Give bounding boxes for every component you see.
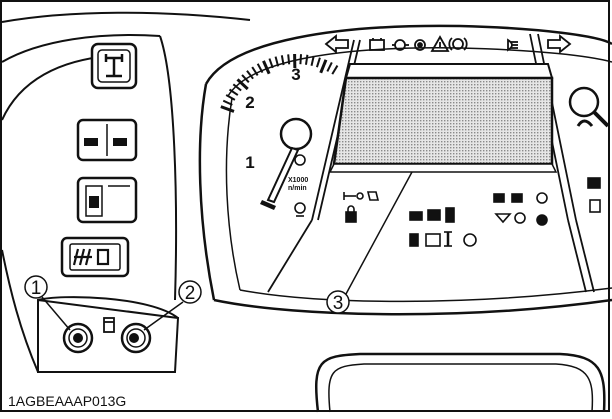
rocker-switch-2 xyxy=(78,178,136,222)
tach-tick xyxy=(306,55,307,65)
lock-icon xyxy=(346,206,356,222)
tach-label-2: 2 xyxy=(245,93,254,112)
headlight-icon xyxy=(508,40,518,50)
auto-switch-icon xyxy=(73,333,83,343)
filter-icon xyxy=(104,318,114,332)
callout-3-label: 3 xyxy=(333,293,344,314)
figure-code: 1AGBEAAAP013G xyxy=(8,393,126,409)
lower-console xyxy=(316,354,604,412)
transmission-icon xyxy=(494,193,547,203)
tach-hub xyxy=(281,119,311,149)
lcd-display xyxy=(330,64,556,172)
seat-icon xyxy=(368,192,378,200)
callout-3: 3 xyxy=(327,172,412,314)
dpf-switch-icon xyxy=(129,333,139,343)
tach-tick xyxy=(300,54,301,64)
work-light-icon xyxy=(89,196,99,208)
tach-tick xyxy=(321,60,326,73)
four-wheel-drive-icon xyxy=(410,208,454,222)
turn-left-arrow-icon xyxy=(326,36,348,52)
callout-2-label: 2 xyxy=(185,283,196,304)
rocker-switch-1 xyxy=(78,120,136,160)
tach-tick xyxy=(221,107,234,112)
tach-tick xyxy=(226,95,235,100)
lcd-screen xyxy=(334,78,552,164)
tach-multiplier: X1000 xyxy=(288,177,308,184)
hazard-switch xyxy=(62,238,128,276)
tach-unit: n/min xyxy=(288,185,307,192)
tach-tick xyxy=(263,61,269,74)
steering-icon xyxy=(496,213,547,225)
lcd-bezel-bottom xyxy=(330,164,556,172)
lamp-icon xyxy=(84,138,98,146)
turn-right-arrow-icon xyxy=(548,36,570,52)
tach-tick xyxy=(332,66,337,75)
tach-label-3: 3 xyxy=(291,65,300,84)
gear-icon xyxy=(588,178,600,212)
tach-tick xyxy=(327,62,331,71)
tach-label-1: 1 xyxy=(245,153,254,172)
diff-lock-switch xyxy=(92,44,136,88)
pto-icon xyxy=(344,192,363,200)
tach-tick xyxy=(288,54,289,64)
fuel-icon xyxy=(410,232,476,246)
tach-needle xyxy=(268,148,298,202)
lamp-icon xyxy=(113,138,127,146)
battery-icon xyxy=(370,38,384,50)
tach-tick xyxy=(317,58,320,68)
lcd-bezel-top xyxy=(346,64,552,78)
warning-triangle-icon xyxy=(432,37,448,51)
callout-1-label: 1 xyxy=(31,278,42,299)
magnifier-icon xyxy=(570,88,608,126)
tachometer-ticks xyxy=(221,54,338,111)
tachometer: 3 2 1 X1000 n/min xyxy=(221,54,338,216)
